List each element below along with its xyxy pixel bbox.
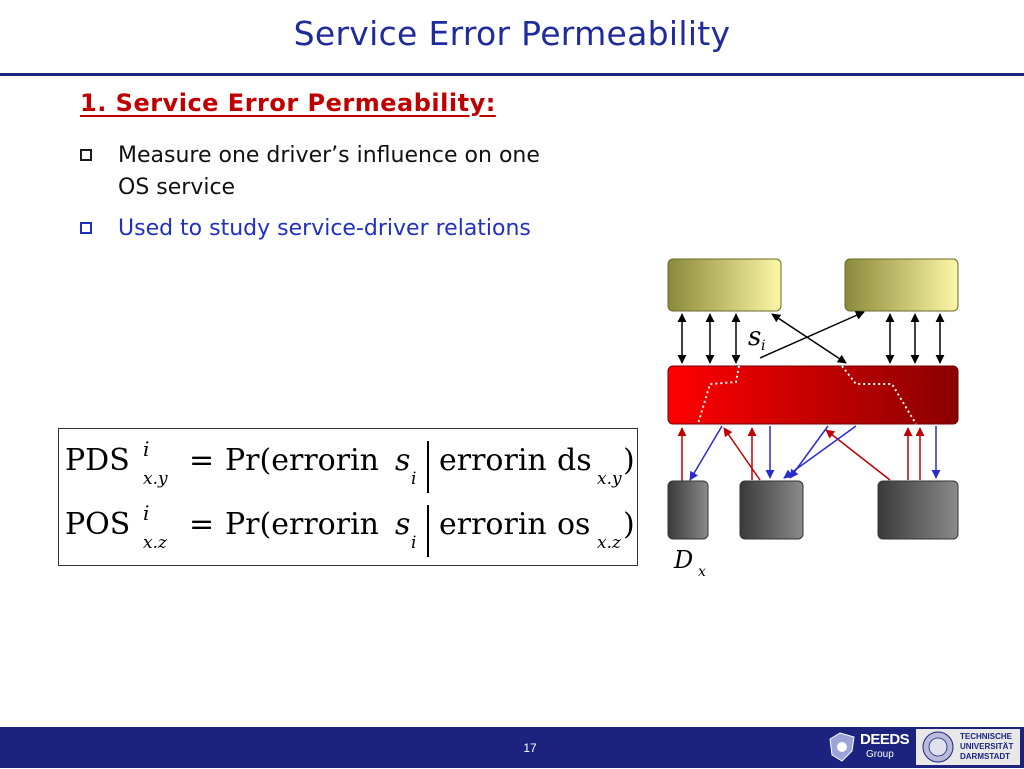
pds-symbol: PDS [65,443,130,478]
tu-line-2: UNIVERSITÄT [960,742,1014,751]
driver-box-dx [667,480,709,540]
slide-title: Service Error Permeability [293,14,731,53]
os-subscript: x.z [597,533,621,553]
service-symbol: s [395,443,411,478]
ds-symbol: ds [557,443,592,478]
deeds-logo: DEEDS Group [826,729,910,765]
service-os-arrows-right [885,313,945,364]
given-bar [427,505,429,557]
service-subscript: i [411,533,417,553]
deeds-group-text: Group [866,749,894,760]
tu-line-3: DARMSTADT [960,752,1011,761]
service-box-right [844,258,959,312]
service-driver-diagram: s i D x [660,250,970,594]
crossing-arrows [759,311,865,364]
os-to-driver-arrows [689,425,941,481]
tu-line-1: TECHNISCHE [960,732,1013,741]
service-label: s [748,322,762,352]
pos-subscript: x.z [143,533,167,553]
tu-logo-text: TECHNISCHE UNIVERSITÄT DARMSTADT [960,732,1013,762]
tu-darmstadt-logo: TECHNISCHE UNIVERSITÄT DARMSTADT [916,729,1020,765]
prob-expression: Pr(errorin [225,507,379,542]
equals-sign: = [189,507,215,542]
service-symbol: s [395,507,411,542]
driver-label-sub: x [698,564,706,580]
checkbox-bullet-icon [80,222,92,234]
driver-box-right [877,480,959,540]
bullet-item-1: Measure one driver’s influence on one OS… [80,140,550,204]
checkbox-bullet-icon [80,149,92,161]
os-kernel-box [667,365,959,425]
service-box-left [667,258,782,312]
driver-to-os-arrows [677,427,925,482]
pds-subscript: x.y [143,469,168,489]
diagram-svg [667,258,959,540]
close-paren: ) [623,507,635,542]
ds-subscript: x.y [597,469,622,489]
section-heading: 1. Service Error Permeability: [80,89,496,117]
equals-sign: = [189,443,215,478]
pos-superscript: i [143,501,150,525]
service-label-sub: i [761,338,766,354]
formula-box: PDS i x.y = Pr(errorin s i errorin ds x.… [58,428,638,566]
bullet-text-2: Used to study service-driver relations [118,216,531,241]
given-expression: errorin [439,507,547,542]
page-number: 17 [523,741,537,755]
deeds-emblem-icon [829,732,855,762]
bullet-item-2: Used to study service-driver relations [80,213,550,245]
pos-symbol: POS [65,507,131,542]
given-expression: errorin [439,443,547,478]
service-subscript: i [411,469,417,489]
propagation-paths [697,365,917,425]
given-bar [427,441,429,493]
title-divider [0,73,1024,76]
driver-label: D [674,546,694,574]
bullet-text-1: Measure one driver’s influence on one OS… [118,143,540,200]
prob-expression: Pr(errorin [225,443,379,478]
close-paren: ) [623,443,635,478]
footer-bar: 17 DEEDS Group TECHNISCHE UNIVERSITÄT DA… [0,727,1024,768]
service-os-arrows-left [677,313,741,364]
deeds-logo-text: DEEDS [860,731,910,748]
driver-box-middle [739,480,804,540]
pds-superscript: i [143,437,150,461]
os-symbol: os [557,507,591,542]
tu-seal-icon [922,731,954,763]
